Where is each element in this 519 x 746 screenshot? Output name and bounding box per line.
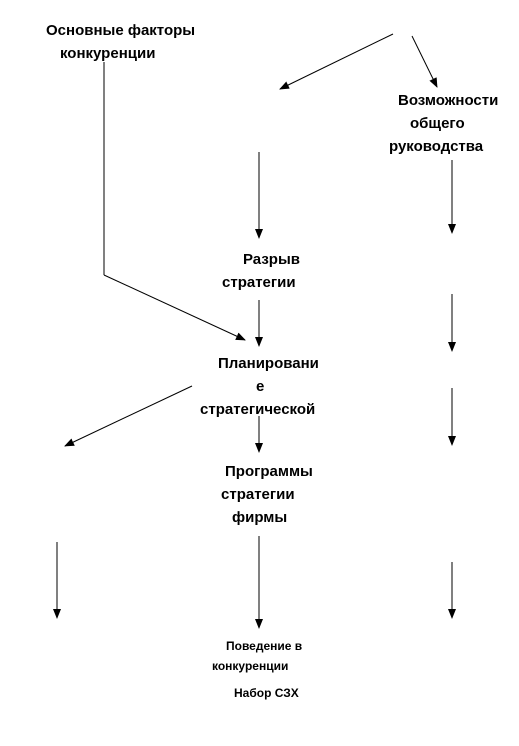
arrow-top-to-management bbox=[411, 35, 438, 88]
gap-label-line1: Разрыв bbox=[243, 251, 300, 268]
arrow-planning-to-left bbox=[64, 385, 193, 447]
set-label: Набор СЗХ bbox=[234, 683, 299, 703]
programs-label-line1: Программы bbox=[225, 463, 313, 480]
management-label-line1: Возможности bbox=[398, 92, 499, 109]
programs-label: Программы стратегии фирмы bbox=[219, 460, 313, 529]
set-label-line1: Набор СЗХ bbox=[234, 686, 299, 700]
behavior-label: Поведение в конкуренции bbox=[212, 636, 302, 676]
arrow-factors-to-planning bbox=[103, 274, 246, 341]
factors-label: Основные факторы конкуренции bbox=[46, 19, 195, 65]
planning-label-line2: е bbox=[256, 378, 265, 395]
planning-label: Планировани е стратегической bbox=[200, 352, 319, 421]
gap-label-line2: стратегии bbox=[222, 274, 296, 291]
planning-label-line3: стратегической bbox=[200, 401, 316, 418]
management-label-line2: общего bbox=[410, 115, 465, 132]
programs-label-line3: фирмы bbox=[232, 509, 288, 526]
arrow-top-left bbox=[279, 33, 394, 90]
behavior-label-line2: конкуренции bbox=[212, 659, 289, 673]
programs-label-line2: стратегии bbox=[221, 486, 295, 503]
planning-label-line1: Планировани bbox=[218, 355, 319, 372]
factors-label-line1: Основные факторы bbox=[46, 22, 196, 39]
factors-label-line2: конкуренции bbox=[60, 45, 156, 62]
management-label: Возможности общего руководства bbox=[389, 89, 499, 158]
management-label-line3: руководства bbox=[389, 138, 484, 155]
behavior-label-line1: Поведение в bbox=[226, 639, 303, 653]
gap-label: Разрыв стратегии bbox=[222, 248, 300, 294]
